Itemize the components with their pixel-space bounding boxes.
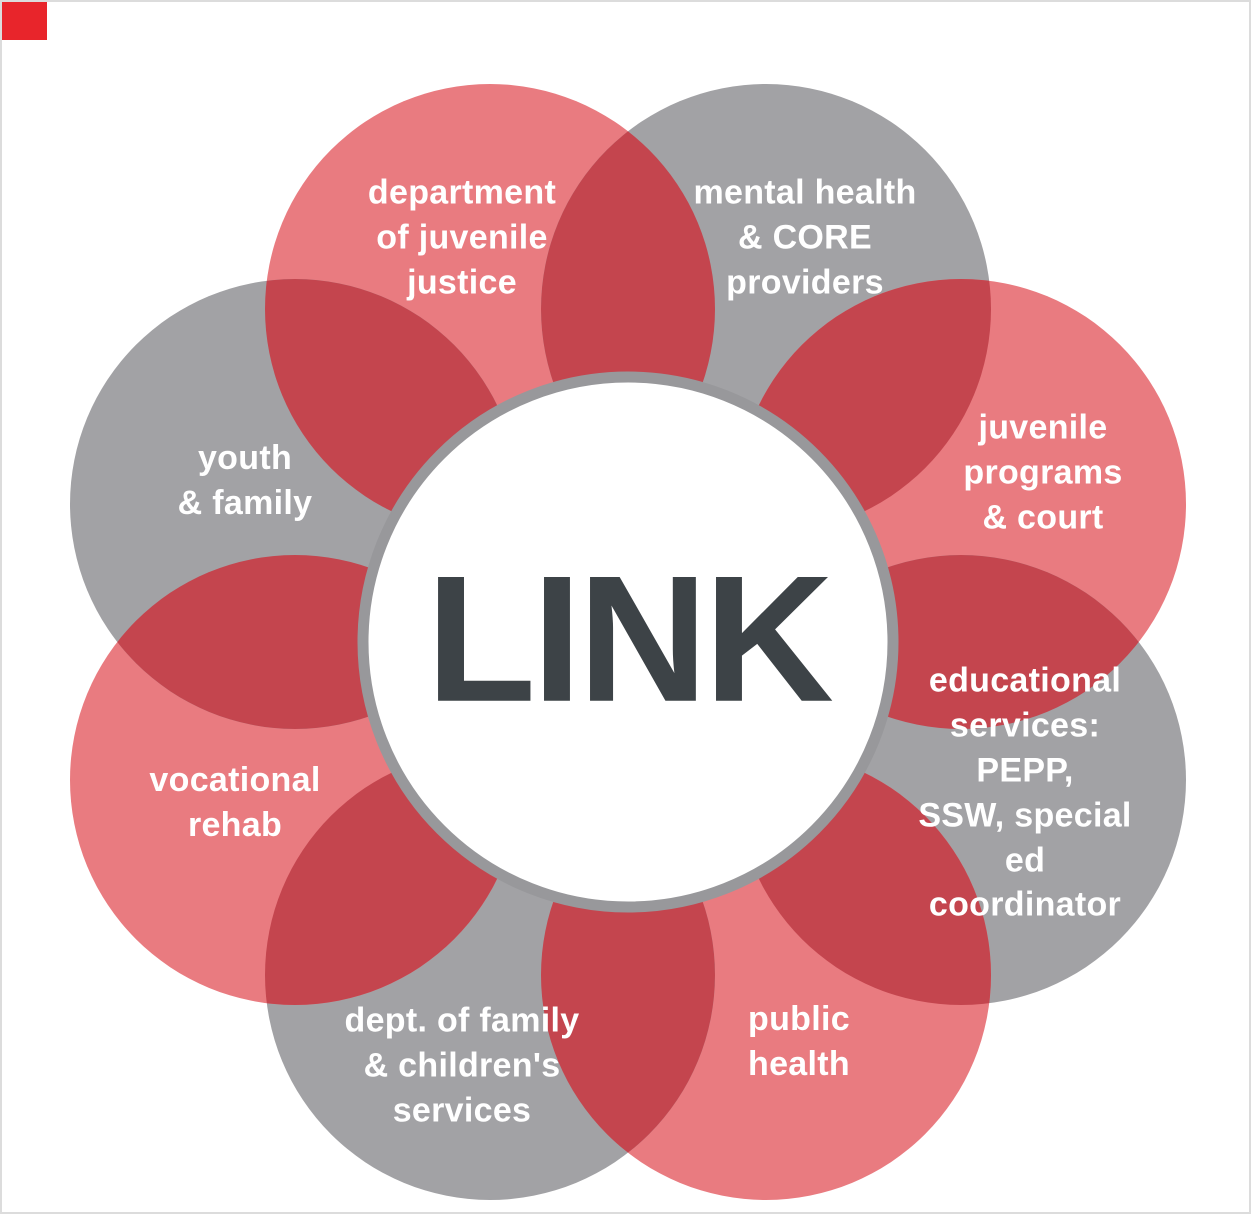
- petal-label-educational-services: educational services: PEPP, SSW, special…: [918, 661, 1132, 924]
- corner-red-square: [2, 2, 47, 40]
- petal-label-youth-family: youth & family: [177, 439, 313, 522]
- petal-label-juvenile-programs-court: juvenile programs & court: [963, 408, 1123, 537]
- petal-label-dept-family-childrens-services: dept. of family & children's services: [344, 1001, 580, 1130]
- petal-label-dept-juvenile-justice: department of juvenile justice: [367, 173, 557, 302]
- petal-label-public-health: public health: [748, 1000, 850, 1083]
- petal-label-mental-health-core-providers: mental health & CORE providers: [693, 173, 917, 302]
- petal-label-vocational-rehab: vocational rehab: [149, 761, 321, 844]
- hub-title: LINK: [426, 538, 834, 740]
- hub-circle: [357, 371, 899, 913]
